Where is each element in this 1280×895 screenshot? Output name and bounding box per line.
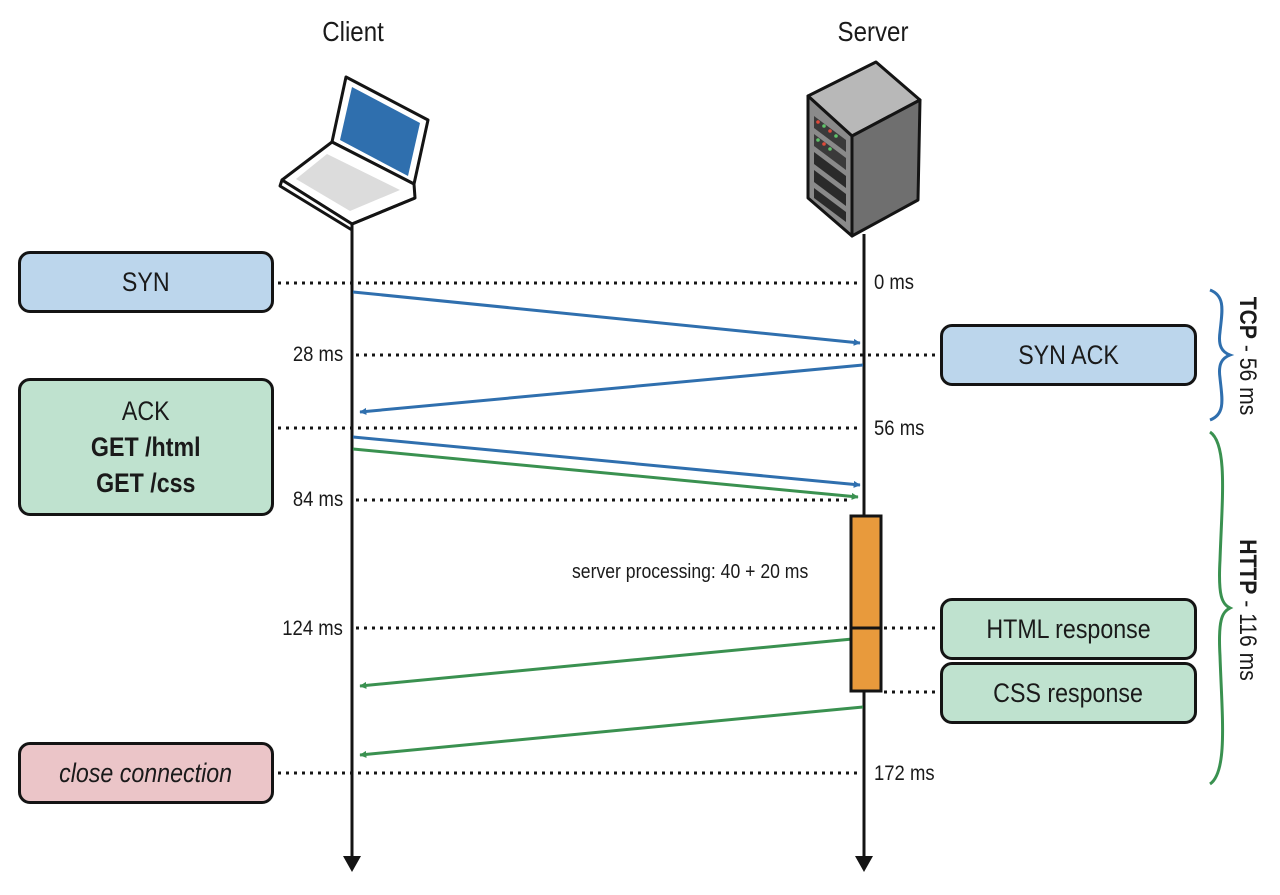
http-phase-label: HTTP - 116 ms (1233, 539, 1261, 681)
timestamp-124ms: 124 ms (282, 617, 343, 640)
server-tower-icon (806, 60, 922, 238)
syn-box: SYN (18, 251, 274, 313)
http-phase-name: HTTP (1234, 539, 1261, 595)
client-lifeline-arrowhead (343, 856, 361, 872)
server-processing-bar (849, 514, 883, 693)
html-response-label: HTML response (986, 614, 1151, 644)
close-connection-box: close connection (18, 742, 274, 804)
server-lifeline-arrowhead (855, 856, 873, 872)
html-response-box: HTML response (940, 598, 1197, 660)
css-response-box: CSS response (940, 662, 1197, 724)
client-column-title: Client (322, 16, 384, 47)
syn-ack-arrow (359, 363, 864, 415)
tcp-phase-label: TCP - 56 ms (1233, 297, 1261, 416)
syn-ack-box: SYN ACK (940, 324, 1197, 386)
syn-ack-label: SYN ACK (1018, 340, 1119, 370)
http-phase-brace (1209, 430, 1234, 786)
css-response-arrow (359, 705, 864, 758)
get-html-label: GET /html (91, 432, 201, 462)
http-phase-duration: - 116 ms (1234, 594, 1261, 681)
close-connection-label: close connection (59, 758, 233, 788)
syn-label: SYN (122, 267, 170, 297)
ack-get-box: ACK GET /html GET /css (18, 378, 274, 516)
tcp-phase-duration: - 56 ms (1234, 338, 1261, 416)
server-column-title: Server (837, 16, 909, 47)
laptop-icon (278, 75, 430, 232)
css-response-label: CSS response (993, 678, 1144, 708)
get-request-arrow (352, 447, 859, 500)
timestamp-84ms: 84 ms (292, 488, 343, 511)
timestamp-28ms: 28 ms (292, 343, 343, 366)
get-css-label: GET /css (96, 468, 196, 498)
tcp-phase-brace (1209, 288, 1235, 422)
syn-arrow (352, 290, 861, 346)
ack-label: ACK (122, 396, 170, 426)
server-processing-label: server processing: 40 + 20 ms (572, 561, 809, 583)
time-guides (278, 281, 940, 775)
timestamp-172ms: 172 ms (874, 762, 935, 785)
html-response-arrow (359, 636, 864, 689)
timestamp-56ms: 56 ms (874, 417, 925, 440)
timestamp-0ms: 0 ms (874, 271, 915, 294)
tcp-phase-name: TCP (1234, 296, 1261, 339)
ack-arrow (352, 435, 861, 488)
